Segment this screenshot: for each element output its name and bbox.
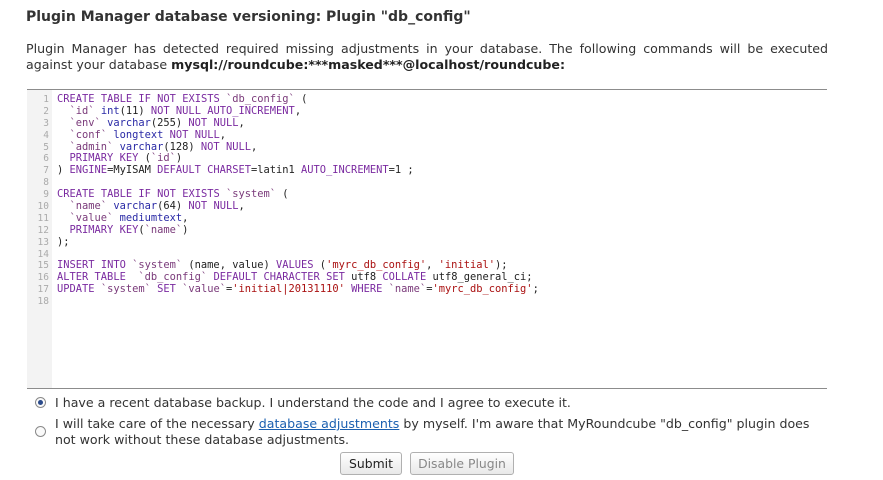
code-line: 3 `env` varchar(255) NOT NULL,	[27, 116, 827, 130]
line-number: 5	[43, 141, 49, 153]
submit-button[interactable]: Submit	[340, 452, 402, 475]
code-line: 13);	[27, 235, 827, 249]
intro-text: Plugin Manager has detected required mis…	[26, 41, 828, 72]
option-backup[interactable]: I have a recent database backup. I under…	[35, 395, 835, 411]
manual-radio[interactable]	[35, 426, 46, 437]
disable-plugin-button[interactable]: Disable Plugin	[410, 452, 514, 475]
line-number: 3	[43, 117, 49, 129]
line-number: 8	[43, 177, 49, 189]
code-line: 14	[27, 249, 827, 261]
page-title: Plugin Manager database versioning: Plug…	[26, 9, 471, 25]
code-line: 16 ALTER TABLE `db_config` DEFAULT CHARAC…	[27, 271, 827, 284]
line-number: 1	[43, 94, 49, 105]
code-lines: 1 CREATE TABLE IF NOT EXISTS `db_config` …	[27, 93, 827, 308]
line-number: 4	[43, 129, 49, 141]
code-line: 11 `value` mediumtext,	[27, 211, 827, 225]
backup-radio[interactable]	[35, 397, 46, 408]
code-text: );	[57, 235, 70, 248]
line-number: 10	[37, 201, 49, 213]
code-line: 9 CREATE TABLE IF NOT EXISTS `system` (	[27, 188, 827, 201]
code-line: 8	[27, 177, 827, 189]
code-text: `conf` longtext NOT NULL,	[69, 128, 226, 141]
code-text: PRIMARY KEY(`name`)	[69, 223, 189, 236]
manual-text-after: by myself. I'm aware that MyRoundcube "d…	[55, 416, 810, 447]
code-text: ) ENGINE=MyISAM DEFAULT CHARSET=latin1 A…	[57, 164, 414, 177]
option-manual[interactable]: I will take care of the necessary databa…	[35, 416, 835, 448]
line-number: 12	[37, 224, 49, 236]
line-number-gutter	[27, 90, 52, 388]
code-line: 6 PRIMARY KEY (`id`)	[27, 153, 827, 165]
database-adjustments-link[interactable]: database adjustments	[258, 416, 400, 431]
line-number: 7	[43, 165, 49, 177]
backup-label: I have a recent database backup. I under…	[55, 395, 571, 410]
code-line: 7 ) ENGINE=MyISAM DEFAULT CHARSET=latin1 …	[27, 164, 827, 177]
code-line: 5 `admin` varchar(128) NOT NULL,	[27, 140, 827, 154]
code-text: ALTER TABLE `db_config` DEFAULT CHARACTE…	[57, 271, 533, 284]
code-line: 10 `name` varchar(64) NOT NULL,	[27, 200, 827, 213]
line-number: 14	[37, 248, 49, 260]
code-text: `id` int(11) NOT NULL AUTO_INCREMENT,	[69, 104, 302, 117]
code-line: 4 `conf` longtext NOT NULL,	[27, 128, 827, 142]
code-text: UPDATE `system` SET `value`='initial|201…	[57, 283, 539, 296]
code-line: 12 PRIMARY KEY(`name`)	[27, 223, 827, 237]
code-text: INSERT INTO `system` (name, value) VALUE…	[57, 259, 508, 272]
manual-label: I will take care of the necessary databa…	[55, 416, 830, 448]
sql-code-viewer[interactable]: 1 CREATE TABLE IF NOT EXISTS `db_config` …	[27, 89, 827, 389]
line-number: 13	[37, 236, 49, 248]
line-number: 6	[43, 153, 49, 165]
code-line: 17 UPDATE `system` SET `value`='initial|2…	[27, 283, 827, 296]
line-number: 11	[37, 212, 49, 224]
database-dsn: mysql://roundcube:***masked***@localhost…	[171, 57, 565, 72]
line-number: 15	[37, 260, 49, 272]
code-line: 15 INSERT INTO `system` (name, value) VAL…	[27, 260, 827, 272]
code-text: `admin` varchar(128) NOT NULL,	[69, 140, 258, 153]
code-line: 2 `id` int(11) NOT NULL AUTO_INCREMENT,	[27, 104, 827, 118]
code-text: `env` varchar(255) NOT NULL,	[69, 116, 245, 129]
code-line: 18	[27, 296, 827, 308]
line-number: 18	[37, 296, 49, 308]
code-line: 1 CREATE TABLE IF NOT EXISTS `db_config` …	[27, 93, 827, 106]
line-number: 16	[37, 272, 49, 284]
line-number: 2	[43, 105, 49, 117]
code-text: CREATE TABLE IF NOT EXISTS `system` (	[57, 188, 289, 201]
line-number: 9	[43, 189, 49, 201]
code-text: `name` varchar(64) NOT NULL,	[69, 200, 245, 213]
line-number: 17	[37, 284, 49, 296]
code-text: `value` mediumtext,	[69, 211, 189, 224]
code-text: PRIMARY KEY (`id`)	[69, 152, 183, 165]
intro-paragraph: Plugin Manager has detected required mis…	[26, 41, 828, 73]
code-text: CREATE TABLE IF NOT EXISTS `db_config` (	[57, 93, 308, 105]
manual-text-before: I will take care of the necessary	[55, 416, 259, 431]
